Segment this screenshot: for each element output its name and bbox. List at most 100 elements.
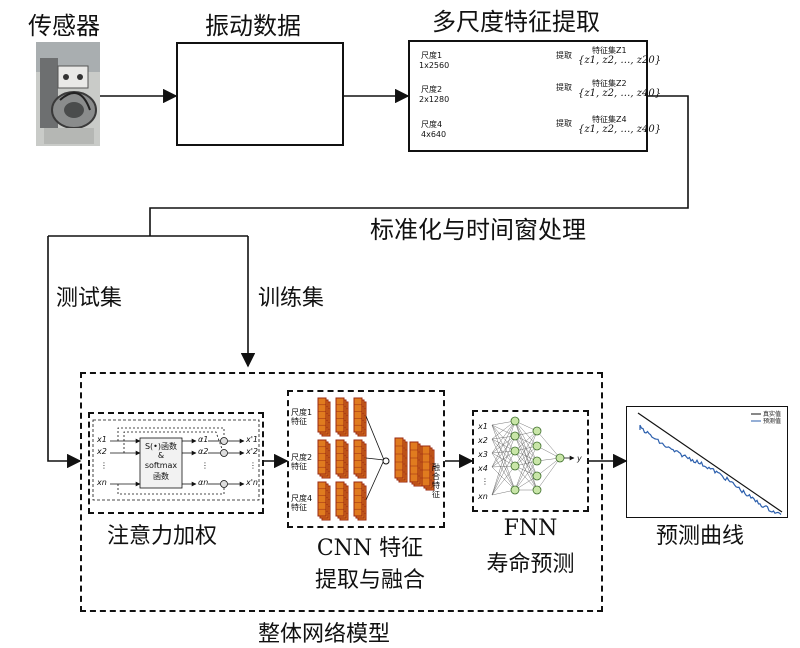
fnn-hidden-node	[510, 416, 520, 426]
feature-set-label: 特征集Z2	[592, 79, 627, 88]
fusion-node	[382, 457, 390, 465]
feature-set-label: 特征集Z4	[592, 115, 627, 124]
scale-label: 尺度4	[421, 120, 443, 129]
fnn-input: x3	[478, 450, 488, 459]
feature-map-block	[353, 439, 363, 475]
fnn-link	[491, 420, 516, 468]
sensor-photo	[36, 42, 100, 146]
fnn-title-2: 寿命预测	[486, 552, 575, 577]
legend-true: 真实值	[763, 411, 782, 418]
scale-label: 尺度1	[421, 51, 443, 60]
att-output: ⋮	[249, 461, 257, 470]
feature-map-block	[317, 397, 327, 433]
fnn-hidden-node	[532, 441, 542, 451]
feature-set-formula: {z1, z2, …, z40}	[578, 124, 662, 135]
fnn-input: x1	[478, 422, 488, 431]
fnn-input: x2	[478, 436, 488, 445]
fnn-link	[491, 435, 516, 496]
fnn-hidden-node	[510, 461, 520, 471]
att-input: x1	[97, 435, 107, 444]
scale-label: 尺度2	[421, 85, 443, 94]
att-output: x'1	[246, 435, 259, 444]
feature-map-block	[335, 481, 345, 517]
cnn-merge-line	[365, 459, 385, 501]
att-output: x'n	[246, 478, 259, 487]
att-alpha: α2	[198, 447, 209, 456]
att-output: x'2	[246, 447, 259, 456]
cnn-title-2: 提取与融合	[314, 568, 425, 593]
fnn-link	[514, 460, 538, 491]
feature-set-label: 特征集Z1	[592, 46, 627, 55]
scale-size: 2x1280	[419, 95, 450, 104]
cnn-feature-maps	[317, 397, 435, 521]
fnn-link	[491, 435, 516, 468]
attention-title: 注意力加权	[107, 524, 218, 549]
fnn-link	[491, 450, 516, 468]
att-alpha: α1	[198, 435, 209, 444]
fnn-link	[491, 452, 516, 467]
cnn-merge-line	[365, 415, 385, 461]
fnn-input: x4	[478, 464, 488, 473]
cnn-scale-label: 尺度4特征	[291, 494, 313, 512]
fnn-link	[514, 445, 538, 467]
fnn-link	[536, 457, 561, 477]
fnn-link	[491, 424, 516, 467]
cnn-box	[287, 390, 445, 528]
prediction-title: 预测曲线	[656, 524, 745, 549]
att-func-line: softmax	[144, 461, 178, 470]
att-func-line: S(•)函数	[144, 442, 178, 451]
true-value-line	[637, 412, 783, 513]
att-input: ⋮	[100, 461, 108, 470]
fnn-link	[491, 465, 516, 496]
arrow-test-set	[47, 236, 82, 469]
fnn-link	[491, 435, 516, 454]
att-input: xn	[97, 478, 107, 487]
train-set-label: 训练集	[258, 286, 325, 311]
prediction-chart	[637, 412, 783, 515]
feature-map-block	[394, 437, 404, 479]
fnn-hidden-node	[510, 431, 520, 441]
fnn-hidden-node	[532, 426, 542, 436]
fnn-hidden-node	[510, 485, 520, 495]
feature-map-block	[317, 481, 327, 517]
model-title: 整体网络模型	[258, 622, 391, 647]
model-outline	[80, 372, 603, 612]
fnn-box	[472, 410, 589, 512]
feature-map-block	[409, 441, 419, 483]
feature-map-block	[317, 439, 327, 475]
cnn-title-1: CNN 特征	[316, 536, 424, 561]
fnn-link	[491, 420, 516, 496]
legend-pred: 预测值	[763, 418, 782, 425]
fnn-link	[536, 457, 561, 491]
fnn-hidden-node	[532, 471, 542, 481]
fnn-title-1: FNN	[503, 516, 558, 541]
vibration-data-box	[176, 42, 344, 146]
prediction-box	[626, 406, 788, 518]
sensor-title: 传感器	[28, 12, 100, 40]
multiscale-title: 多尺度特征提取	[432, 8, 600, 36]
fnn-link	[491, 424, 516, 452]
feature-map-block	[353, 481, 363, 517]
fnn-link	[514, 450, 538, 491]
cnn-scale-label: 尺度1特征	[291, 408, 313, 426]
extract-label: 提取	[556, 51, 572, 60]
extract-label: 提取	[556, 83, 572, 92]
feature-map-block	[353, 397, 363, 433]
multiscale-box	[408, 40, 648, 152]
test-set-label: 测试集	[56, 286, 123, 311]
feature-map-block	[335, 439, 345, 475]
att-alpha: αn	[198, 478, 209, 487]
fnn-link	[514, 430, 538, 491]
fnn-hidden-node	[532, 456, 542, 466]
fnn-link	[491, 466, 516, 491]
extract-label: 提取	[556, 119, 572, 128]
scale-size: 4x640	[421, 130, 447, 139]
fnn-hidden-node	[510, 446, 520, 456]
normalize-title: 标准化与时间窗处理	[370, 216, 586, 244]
fnn-link	[514, 445, 538, 491]
fnn-link	[491, 420, 516, 454]
fnn-link	[536, 430, 561, 459]
fusion-label: 融合特征	[432, 463, 440, 499]
fnn-link	[514, 465, 538, 491]
